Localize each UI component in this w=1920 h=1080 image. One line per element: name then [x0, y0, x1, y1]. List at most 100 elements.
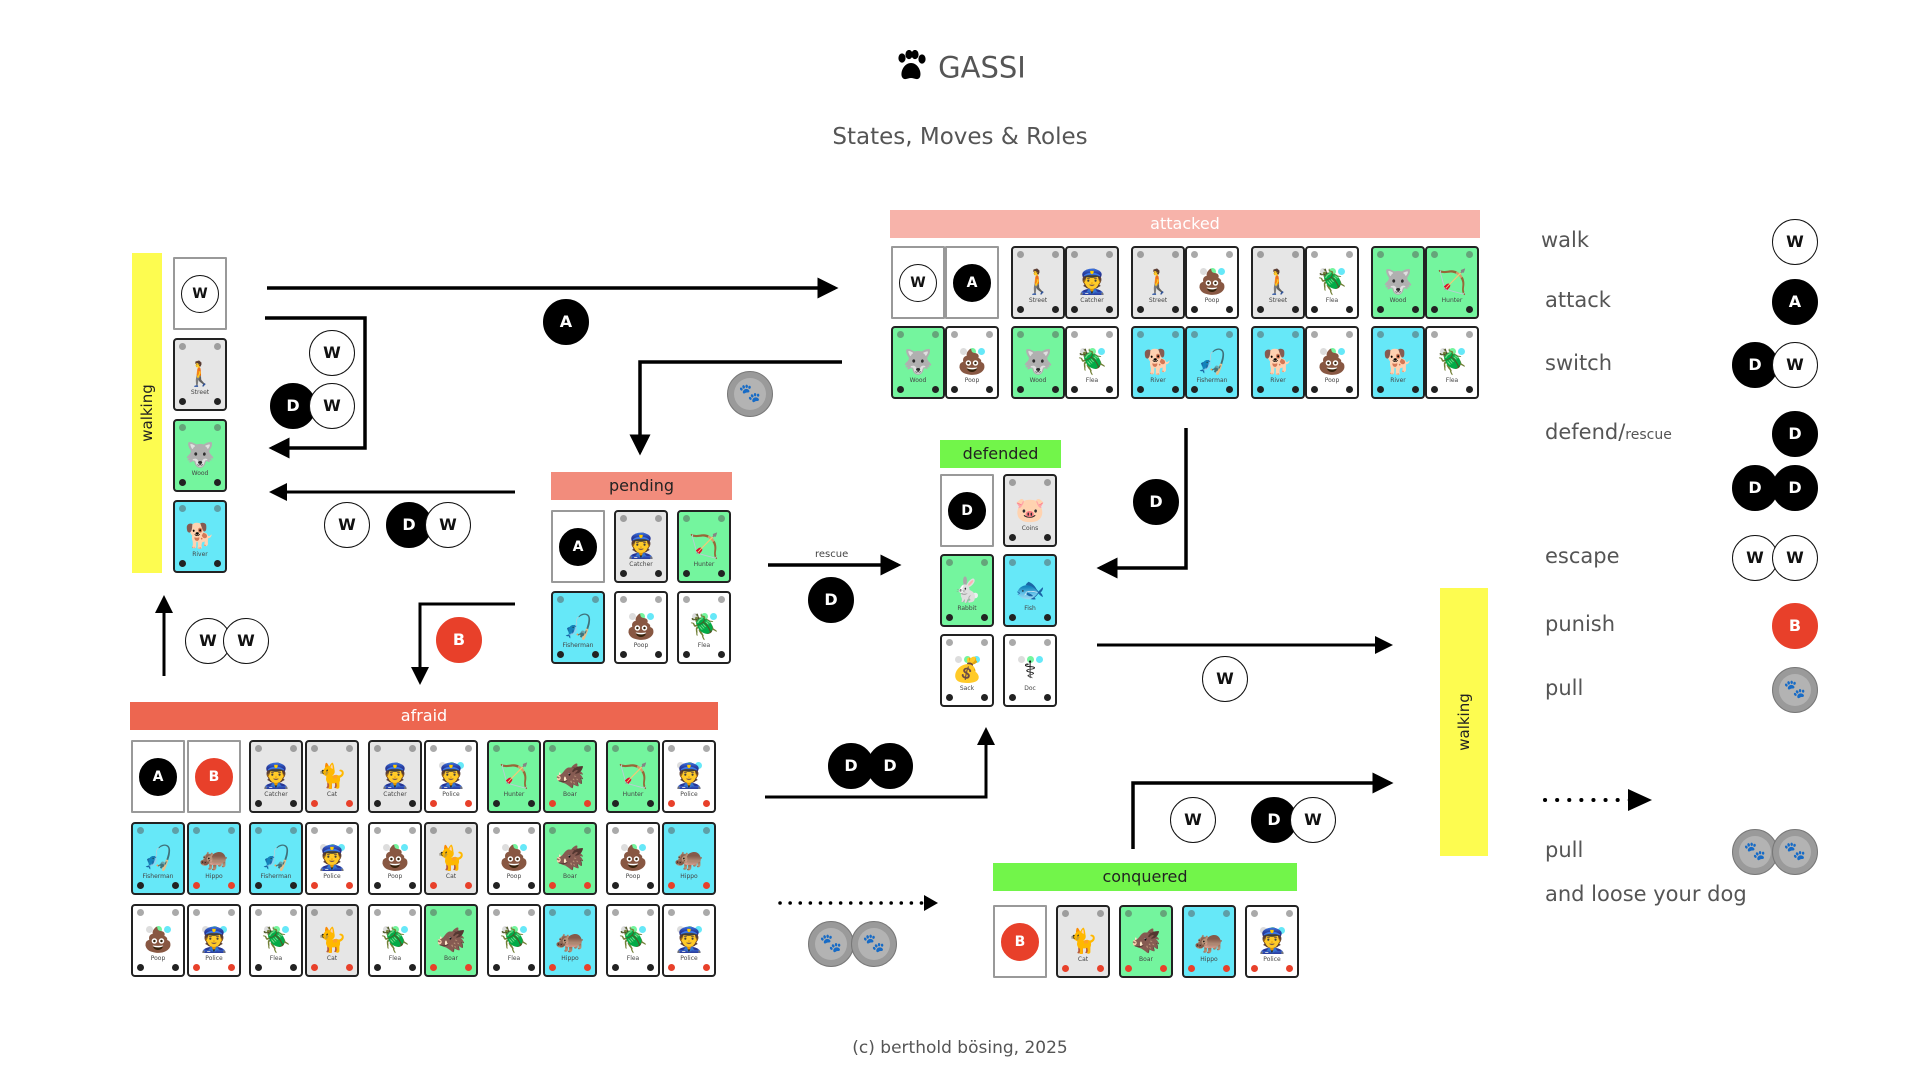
- poop-icon: 💩: [1317, 348, 1347, 376]
- role-card-poop: 💩Poop: [1185, 246, 1239, 319]
- card-move-markers: [1257, 386, 1299, 394]
- walk-token: W: [181, 275, 219, 313]
- card-corner-icons: [193, 827, 235, 835]
- pull-token: 🐾: [1772, 667, 1818, 713]
- move-card: A: [551, 510, 605, 583]
- boar-icon: 🐗: [555, 762, 585, 790]
- card-label: Hippo: [1200, 956, 1218, 963]
- card-move-markers: [612, 800, 654, 808]
- street-icon: 🚶: [185, 360, 215, 388]
- card-corner-icons: [193, 909, 235, 917]
- move-card: W: [891, 246, 945, 319]
- card-corner-icons: [1125, 910, 1167, 918]
- card-label: Wood: [909, 377, 927, 384]
- card-corner-icons: [1017, 251, 1059, 259]
- wood-icon: 🐺: [185, 441, 215, 469]
- fisherman-icon: 🎣: [1197, 348, 1227, 376]
- card-move-markers: [1431, 386, 1473, 394]
- walk-token: W: [309, 383, 355, 429]
- card-label: Cat: [326, 955, 338, 962]
- legend-label-defend: defend/rescue: [1545, 420, 1672, 444]
- card-corner-icons: [549, 909, 591, 917]
- role-card-boar: 🐗Boar: [1119, 905, 1173, 978]
- card-corner-icons: [946, 559, 988, 567]
- card-move-markers: [137, 964, 179, 972]
- card-corner-icons: [612, 827, 654, 835]
- role-card-cat: 🐈Cat: [424, 822, 478, 895]
- pull-token: 🐾: [1732, 829, 1778, 875]
- card-move-markers: [255, 964, 297, 972]
- card-label: Cat: [445, 873, 457, 880]
- card-label: Wood: [1389, 297, 1407, 304]
- role-card-poop: 💩Poop: [131, 904, 185, 977]
- role-card-river: 🐕River: [1131, 326, 1185, 399]
- role-card-poop: 💩Poop: [368, 822, 422, 895]
- card-label: Poop: [625, 873, 641, 880]
- card-corner-icons: [1257, 251, 1299, 259]
- footer-copyright: (c) berthold bösing, 2025: [852, 1038, 1068, 1058]
- role-card-poop: 💩Poop: [487, 822, 541, 895]
- card-terrain-dots: [1427, 340, 1477, 355]
- walk-token: W: [1202, 656, 1248, 702]
- defend-token: D: [828, 743, 874, 789]
- card-move-markers: [946, 614, 988, 622]
- card-move-markers: [179, 479, 221, 487]
- move-card: A: [945, 246, 999, 319]
- defend-token: D: [1251, 797, 1297, 843]
- card-move-markers: [430, 964, 472, 972]
- rabbit-icon: 🐇: [952, 576, 982, 604]
- role-card-catcher: 👮Catcher: [368, 740, 422, 813]
- card-corner-icons: [1377, 251, 1419, 259]
- card-move-markers: [668, 800, 710, 808]
- hippo-icon: 🦛: [555, 926, 585, 954]
- role-card-wood: 🐺Wood: [891, 326, 945, 399]
- card-label: Poop: [150, 955, 166, 962]
- card-label: Street: [1028, 297, 1048, 304]
- fisherman-icon: 🎣: [563, 613, 593, 641]
- river-icon: 🐕: [1263, 348, 1293, 376]
- card-label: Hippo: [680, 873, 698, 880]
- card-corner-icons: [1062, 910, 1104, 918]
- card-move-markers: [430, 800, 472, 808]
- card-label: Police: [680, 955, 698, 962]
- card-move-markers: [374, 882, 416, 890]
- card-move-markers: [1191, 306, 1233, 314]
- card-label: River: [192, 551, 208, 558]
- card-label: River: [1270, 377, 1286, 384]
- poop-icon: 💩: [957, 348, 987, 376]
- hunter-icon: 🏹: [499, 762, 529, 790]
- role-card-catcher: 👮Catcher: [249, 740, 303, 813]
- flea-icon: 🪲: [689, 613, 719, 641]
- card-corner-icons: [374, 745, 416, 753]
- role-card-police: 👮Police: [187, 904, 241, 977]
- wood-icon: 🐺: [1383, 268, 1413, 296]
- role-card-police: 👮Police: [305, 822, 359, 895]
- card-move-markers: [1062, 965, 1104, 973]
- card-terrain-dots: [616, 605, 666, 620]
- role-card-fisherman: 🎣Fisherman: [249, 822, 303, 895]
- card-move-markers: [1017, 306, 1059, 314]
- card-corner-icons: [430, 827, 472, 835]
- card-move-markers: [1071, 306, 1113, 314]
- legend-label-pull: pull: [1545, 676, 1584, 700]
- card-terrain-dots: [1005, 648, 1055, 663]
- defend-token: D: [1772, 465, 1818, 511]
- legend-label-loose-dog: and loose your dog: [1545, 882, 1747, 906]
- card-move-markers: [255, 882, 297, 890]
- card-corner-icons: [430, 909, 472, 917]
- card-terrain-dots: [1247, 919, 1297, 934]
- card-move-markers: [1009, 534, 1051, 542]
- card-label: Hunter: [1441, 297, 1463, 304]
- card-label: River: [1150, 377, 1166, 384]
- police-icon: 👮: [1257, 927, 1287, 955]
- card-move-markers: [612, 964, 654, 972]
- card-corner-icons: [1257, 331, 1299, 339]
- attack-token: A: [1772, 279, 1818, 325]
- defend-token: D: [948, 492, 986, 530]
- card-label: Police: [1263, 956, 1281, 963]
- card-label: Coins: [1021, 525, 1039, 532]
- card-label: Flea: [1445, 377, 1459, 384]
- card-terrain-dots: [251, 918, 301, 933]
- move-card: B: [993, 905, 1047, 978]
- state-afraid-header: afraid: [130, 702, 718, 730]
